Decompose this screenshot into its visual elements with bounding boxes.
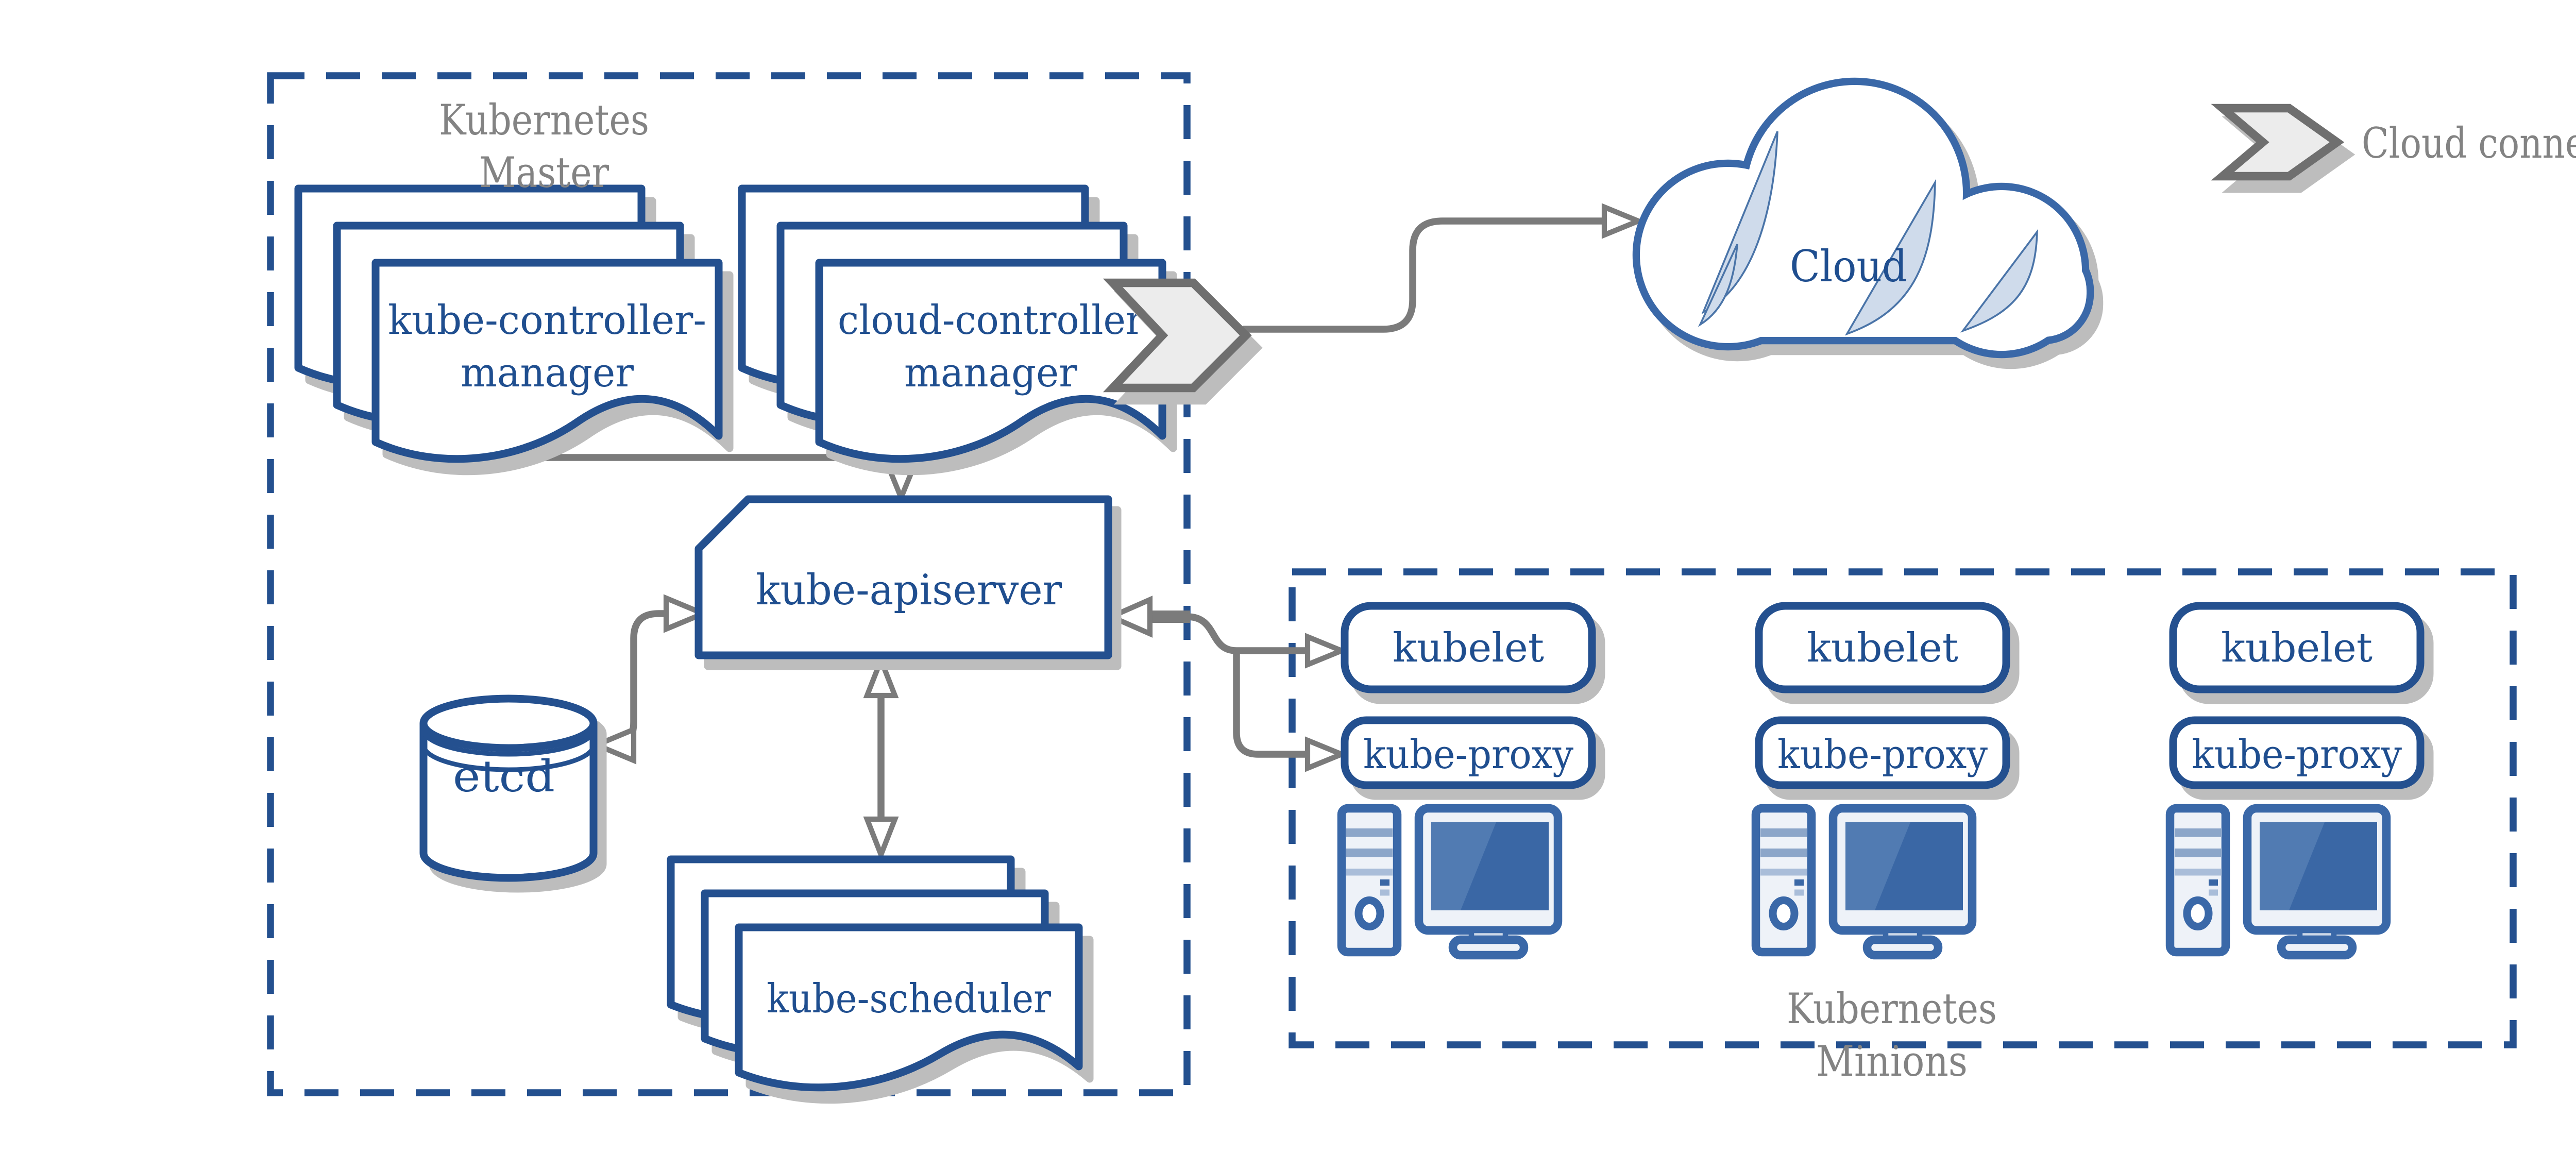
cloud-accent-3 — [1844, 179, 1936, 336]
cloud-accent-2 — [1698, 244, 1738, 327]
kube-apiserver-node: kube-apiserver — [694, 495, 1112, 659]
document-front — [815, 259, 1166, 463]
kubelet-box — [1755, 602, 2010, 693]
kube-proxy-label: kube-proxy — [2192, 732, 2402, 778]
arrowhead-up — [863, 653, 899, 699]
arrowhead-left-apiserver — [1105, 596, 1153, 638]
arrowhead-right-apiserver — [663, 594, 710, 633]
cylinder-rim-1 — [421, 729, 596, 757]
document-front — [735, 923, 1083, 1092]
cylinder-top — [419, 694, 598, 752]
apiserver-minions-connector — [1105, 596, 1349, 772]
kube-controller-manager-label-line2: manager — [461, 350, 634, 396]
cloud-node: Cloud — [1632, 77, 2094, 359]
kube-proxy-label: kube-proxy — [1363, 732, 1573, 778]
minion-column-2: kubelet kube-proxy — [1755, 602, 2010, 955]
cloud-controller-manager-label-line1: cloud-controller — [838, 297, 1144, 344]
kubelet-box — [1341, 602, 1596, 693]
kube-proxy-box — [1341, 716, 1596, 789]
cylinder-rim-2 — [421, 744, 596, 772]
arrowhead-left-etcd — [589, 725, 637, 765]
cloud-connector-legend: Cloud connector — [2211, 104, 2576, 181]
minions-label-line1: Kubernetes — [1787, 985, 1997, 1033]
arrowhead-right-kubelet — [1304, 633, 1349, 669]
cloud-accent-4 — [1960, 229, 2038, 333]
apiserver-scheduler-connector — [863, 653, 899, 862]
kubernetes-master-box — [267, 72, 1191, 1096]
kubelet-label: kubelet — [1807, 625, 1958, 671]
kube-scheduler-label: kube-scheduler — [767, 976, 1052, 1022]
connector-to-cloud — [1243, 203, 1646, 333]
arrowhead-down-apiserver — [883, 461, 919, 505]
cloud-controller-manager-label-line2: manager — [904, 350, 1078, 396]
master-label-line2: Master — [479, 149, 609, 197]
kubelet-label: kubelet — [1393, 625, 1544, 671]
kube-scheduler-node: kube-scheduler — [667, 855, 1083, 1092]
minions-label-line2: Minions — [1816, 1038, 1968, 1086]
cylinder-body — [419, 723, 598, 882]
apiserver-plaque — [694, 495, 1112, 659]
arrowhead-down — [863, 816, 899, 862]
apiserver-etcd-connector — [589, 594, 710, 765]
kubelet-box — [2169, 602, 2425, 693]
minion-column-3: kubelet kube-proxy — [2169, 602, 2425, 955]
cloud-connector-icon — [1103, 278, 1252, 393]
cloud-label: Cloud — [1790, 241, 1907, 292]
kubernetes-minions-box — [1289, 568, 2517, 1048]
etcd-node: etcd — [419, 694, 598, 882]
master-label-line1: Kubernetes — [439, 96, 649, 145]
arrowhead-right-kubeproxy — [1304, 736, 1349, 772]
kubelet-label: kubelet — [2221, 625, 2372, 671]
kube-proxy-box — [1755, 716, 2010, 789]
cloud-connector-legend-label: Cloud connector — [2362, 120, 2576, 168]
arrowhead-right-cloud — [1601, 203, 1646, 239]
kube-apiserver-label: kube-apiserver — [756, 566, 1062, 615]
kube-controller-manager-node: kube-controller- manager — [294, 184, 723, 463]
kube-controller-manager-label-line1: kube-controller- — [388, 297, 706, 344]
etcd-label: etcd — [453, 751, 555, 802]
document-front — [371, 259, 723, 463]
cloud-controller-manager-node: cloud-controller manager — [738, 184, 1166, 463]
kube-proxy-box — [2169, 716, 2425, 789]
kube-proxy-label: kube-proxy — [1777, 732, 1988, 778]
cloud-connector-legend-icon — [2211, 104, 2345, 181]
minion-column-1: kubelet kube-proxy — [1341, 602, 1596, 955]
